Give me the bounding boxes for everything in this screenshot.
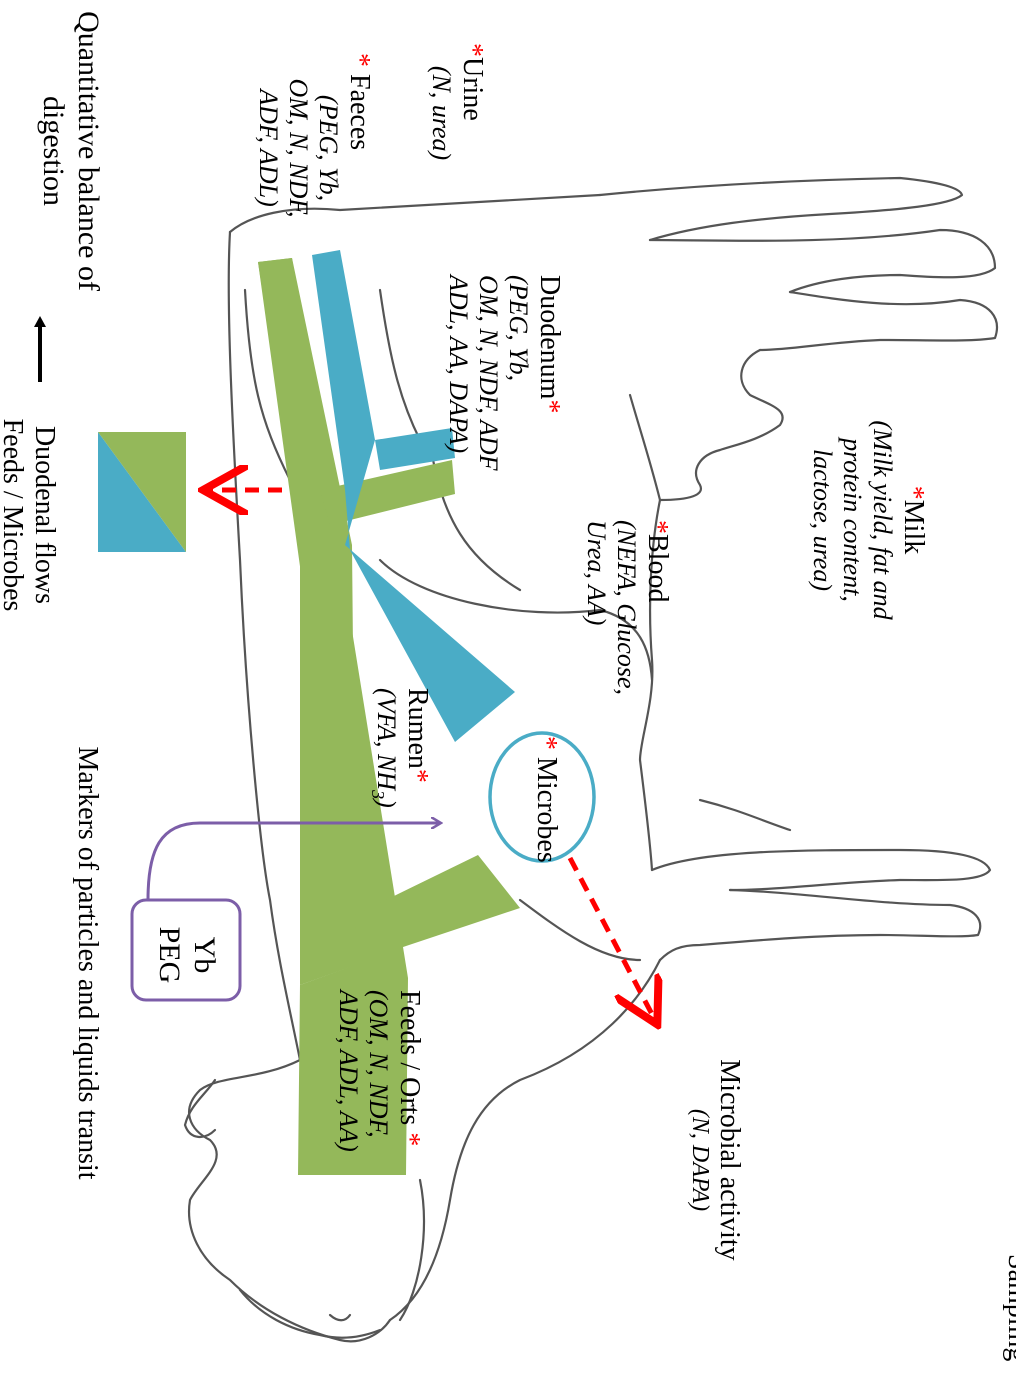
faeces-label: * Faeces (PEG, Yb, OM, N, NDF, ADF, ADL) (235, 53, 375, 243)
duodenal-flows-title: Duodenal flows (28, 390, 60, 640)
duodenal-flows-subtitle: Feeds / Microbes (0, 390, 28, 640)
marker-box-label: Yb PEG (151, 905, 221, 1005)
duodenal-flows-box (98, 432, 186, 552)
milk-title-line: *Milk (897, 375, 929, 665)
cow-front-leg-back (652, 850, 990, 890)
yb-label: Yb (187, 905, 222, 1005)
duodenum-detail-2: OM, N, NDF, ADF (473, 275, 503, 505)
duodenum-title-line: Duodenum* (533, 275, 565, 505)
faeces-title-line: * Faeces (343, 53, 375, 243)
rumen-title-line: Rumen* (401, 688, 433, 828)
cow-chest (390, 960, 660, 1320)
urine-sampling-star: * (457, 43, 488, 57)
duodenal-flows-label: Duodenal flows Feeds / Microbes (0, 390, 60, 640)
microbes-label: * Microbes (522, 736, 562, 860)
milk-detail-2: protein content, (837, 375, 867, 665)
microbial-activity-arrow (570, 858, 655, 1020)
cow-udder-inner (630, 395, 660, 500)
microbial-activity-label: Microbial activity (N, DAPA) (675, 1040, 745, 1280)
quantitative-balance-label: Quantitative balance of digestion (35, 11, 105, 291)
faeces-detail-3: ADF, ADL) (253, 53, 283, 243)
milk-sampling-star: * (898, 486, 929, 500)
microbial-activity-title: Microbial activity (713, 1040, 745, 1280)
cow-inner-line2 (380, 290, 420, 440)
faeces-title: Faeces (344, 74, 375, 150)
feeds-label: Feeds / Orts * (OM, N, NDF, ADF, ADL, AA… (315, 990, 425, 1190)
marker-arrow (148, 823, 440, 900)
blood-detail-1: (NEFA, Glucose, (611, 520, 641, 690)
urine-detail: (N, urea) (426, 43, 456, 183)
feeds-title-line: Feeds / Orts * (393, 990, 425, 1190)
cow-udder (660, 350, 783, 500)
milk-title: Milk (898, 500, 929, 554)
cow-nostril (330, 1315, 350, 1320)
rumen-label: Rumen* (VFA, NH3) (367, 688, 433, 828)
markers-text: Markers of particles and liquids transit (72, 746, 103, 1179)
microbes-sampling-star: * (531, 736, 562, 750)
cow-leg-line (700, 800, 790, 830)
cow-front-leg (660, 890, 980, 960)
cow-belly-front (520, 900, 640, 960)
blood-title: Blood (642, 534, 673, 602)
blood-label: *Blood (NEFA, Glucose, Urea, AA) (573, 520, 673, 690)
duodenum-title: Duodenum (534, 275, 565, 399)
milk-label: *Milk (Milk yield, fat and protein conte… (789, 375, 929, 665)
sampling-legend-text: Sampling (1002, 1254, 1016, 1361)
faeces-detail-1: (PEG, Yb, (313, 53, 343, 243)
blood-title-line: *Blood (641, 520, 673, 690)
urine-title: Urine (457, 57, 488, 121)
faeces-sampling-star: * (344, 53, 375, 67)
feeds-detail-2: ADF, ADL, AA) (333, 990, 363, 1190)
rumen-sampling-star: * (402, 769, 433, 783)
blood-sampling-star: * (642, 520, 673, 534)
urine-label: *Urine (N, urea) (422, 43, 488, 183)
microbes-title: Microbes (531, 757, 562, 863)
quantitative-balance-text: Quantitative balance of digestion (38, 11, 106, 291)
duodenum-label: Duodenum* (PEG, Yb, OM, N, NDF, ADF ADL,… (425, 275, 565, 505)
microbial-activity-detail: (N, DAPA) (685, 1040, 713, 1280)
feeds-title: Feeds / Orts (394, 990, 425, 1125)
duodenum-detail-1: (PEG, Yb, (503, 275, 533, 505)
faeces-detail-2: OM, N, NDF, (283, 53, 313, 243)
rumen-title: Rumen (402, 688, 433, 769)
feeds-sampling-star: * (394, 1132, 425, 1146)
cow-rear-leg (650, 230, 995, 292)
feeds-detail-1: (OM, N, NDF, (363, 990, 393, 1190)
cow-tail (600, 178, 962, 240)
rumen-detail: (VFA, NH3) (367, 688, 401, 828)
milk-detail-3: lactose, urea) (807, 375, 837, 665)
urine-title-line: *Urine (456, 43, 488, 183)
milk-detail-1: (Milk yield, fat and (867, 375, 897, 665)
blood-detail-2: Urea, AA) (581, 520, 611, 690)
markers-label: Markers of particles and liquids transit (67, 703, 103, 1223)
duodenum-sampling-star: * (534, 399, 565, 413)
cow-hock (760, 292, 997, 350)
peg-label: PEG (152, 905, 187, 1005)
sampling-legend-star: * (1002, 1233, 1016, 1247)
duodenum-detail-3: ADL, AA, DAPA) (443, 275, 473, 505)
sampling-legend: * Sampling (997, 1233, 1016, 1383)
